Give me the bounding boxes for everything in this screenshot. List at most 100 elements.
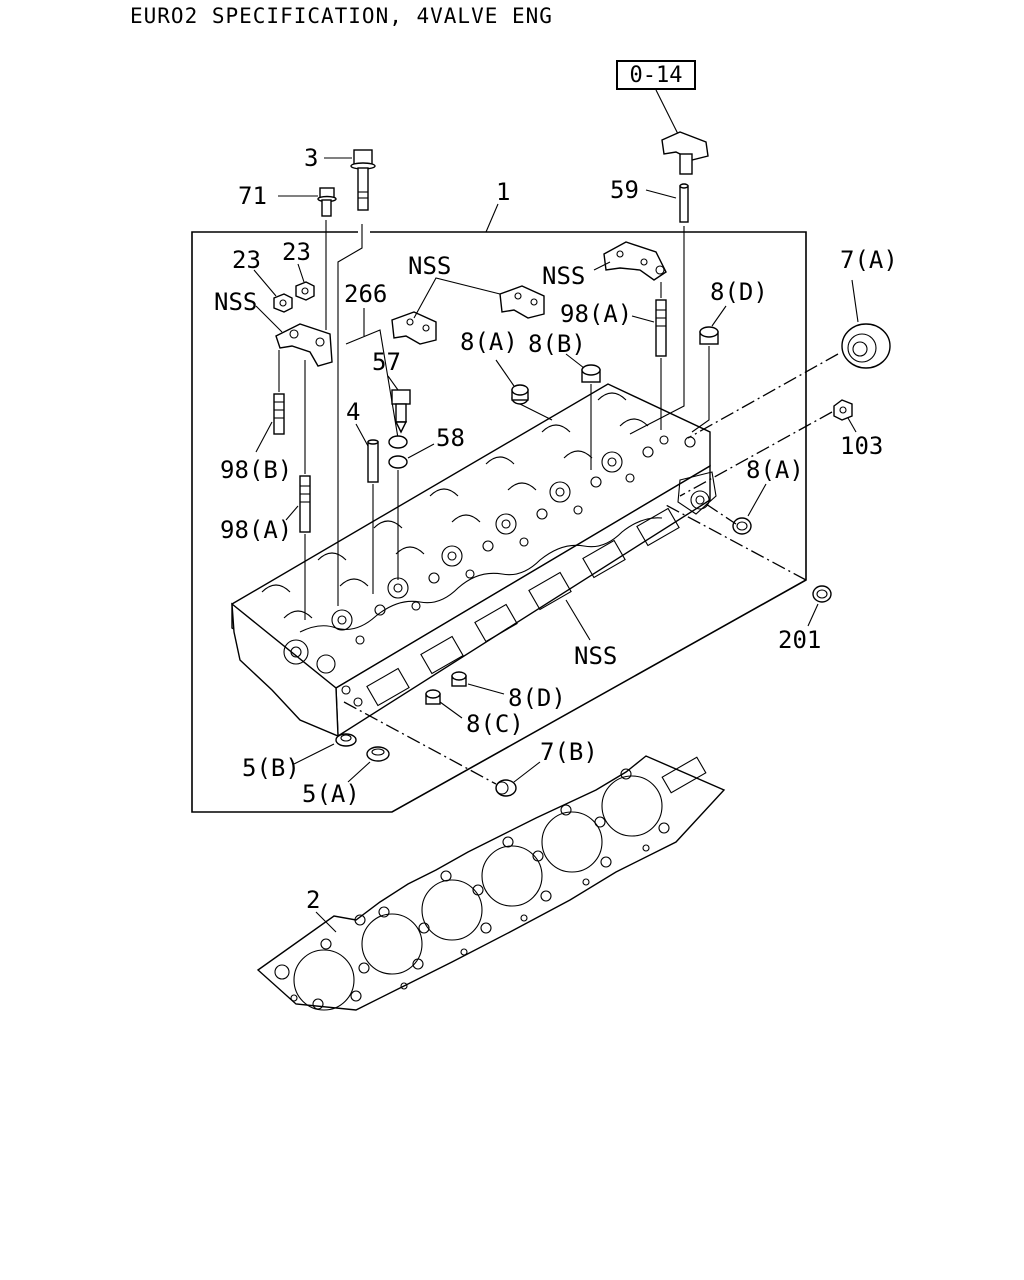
plug-8a-top[interactable] (511, 384, 529, 405)
bracket-nss-top-1[interactable] (391, 311, 437, 345)
leader-201 (807, 603, 819, 627)
axis-7b (343, 701, 497, 785)
nss-right[interactable]: NSS (542, 262, 586, 290)
leader-nss-bottom (565, 599, 591, 641)
leader-57 (387, 375, 399, 391)
axis-7a (687, 353, 839, 439)
plug-8a-right[interactable] (732, 517, 752, 535)
leader-4 (355, 423, 369, 447)
leader-8d-bottom (467, 683, 505, 695)
stud-98b[interactable] (273, 393, 285, 435)
bracket-nss-left[interactable] (275, 323, 333, 367)
bracket-nss-right[interactable] (603, 241, 667, 281)
axis-201 (663, 503, 807, 581)
leader-5b (293, 743, 335, 765)
callout-201[interactable]: 201 (778, 626, 822, 654)
head-bolt[interactable] (350, 149, 376, 211)
callout-8d-bottom[interactable]: 8(D) (508, 684, 566, 712)
axis-8a-top (519, 403, 553, 421)
leader-nss-left (255, 305, 283, 333)
nss-left[interactable]: NSS (214, 288, 258, 316)
page-title: EURO2 SPECIFICATION, 4VALVE ENG (130, 4, 553, 28)
callout-266[interactable]: 266 (344, 280, 388, 308)
axis-8a-right (705, 503, 737, 525)
leader-7b (513, 761, 541, 783)
oil-seal-7a[interactable] (841, 323, 891, 369)
stud-98a-right[interactable] (655, 299, 667, 357)
leader-103 (847, 417, 857, 433)
callout-98a-right[interactable]: 98(A) (560, 300, 633, 328)
callout-71[interactable]: 71 (238, 182, 267, 210)
axis-103 (679, 411, 833, 497)
nut-23-left[interactable] (273, 293, 293, 313)
assembly-frame (191, 231, 807, 813)
bolt-71[interactable] (317, 187, 337, 217)
plug-8c[interactable] (425, 689, 441, 705)
leader-0-14 (655, 89, 681, 139)
callout-2[interactable]: 2 (306, 886, 321, 914)
leader-2 (315, 911, 337, 933)
callout-8a-top[interactable]: 8(A) (460, 328, 518, 356)
leader-59 (645, 189, 677, 199)
glow-plug-57[interactable] (391, 389, 411, 434)
axis-3 (337, 224, 363, 606)
leader-5a (347, 761, 371, 783)
callout-8d-top[interactable]: 8(D) (710, 278, 768, 306)
leader-7a (851, 279, 859, 323)
nut-23-right[interactable] (295, 281, 315, 301)
pin-59[interactable] (679, 183, 689, 223)
leader-98a-right (631, 315, 655, 323)
plug-7b[interactable] (495, 779, 517, 797)
callout-4[interactable]: 4 (346, 398, 361, 426)
leader-23a (253, 269, 277, 297)
plug-103[interactable] (833, 399, 853, 421)
axis-59 (629, 226, 685, 435)
leader-98a-left (285, 505, 299, 521)
leader-8a-top (495, 359, 515, 387)
stud-98a-left[interactable] (299, 475, 311, 533)
leader-8a-right (747, 483, 767, 517)
callout-7a[interactable]: 7(A) (840, 246, 898, 274)
nss-bottom[interactable]: NSS (574, 642, 618, 670)
callout-58[interactable]: 58 (436, 424, 465, 452)
callout-5b[interactable]: 5(B) (242, 754, 300, 782)
leader-nss-right (593, 261, 611, 271)
leader-23b (297, 263, 305, 283)
callout-5a[interactable]: 5(A) (302, 780, 360, 808)
callout-98a-left[interactable]: 98(A) (220, 516, 293, 544)
axis-8d-top (691, 346, 710, 433)
nss-top[interactable]: NSS (408, 252, 452, 280)
leader-8d-top (711, 305, 727, 327)
leader-nss-top (413, 277, 501, 319)
seal-201[interactable] (812, 585, 832, 603)
leader-8c (439, 701, 463, 719)
callout-23-left[interactable]: 23 (232, 246, 261, 274)
plug-5b[interactable] (335, 733, 357, 747)
callout-103[interactable]: 103 (840, 432, 884, 460)
callout-8b[interactable]: 8(B) (528, 330, 586, 358)
bracket-266 (345, 329, 399, 439)
callout-3[interactable]: 3 (304, 144, 319, 172)
dowel-4[interactable] (367, 439, 379, 483)
plug-8d-top[interactable] (699, 326, 719, 345)
callout-59[interactable]: 59 (610, 176, 639, 204)
leader-8b (565, 353, 585, 369)
callout-23-right[interactable]: 23 (282, 238, 311, 266)
head-gasket[interactable] (256, 755, 726, 1011)
leader-1 (485, 203, 499, 233)
washer-58[interactable] (388, 435, 408, 469)
plug-8d-bottom[interactable] (451, 671, 467, 687)
plug-8b[interactable] (581, 364, 601, 383)
sensor-bracket[interactable] (661, 131, 709, 175)
callout-1[interactable]: 1 (496, 178, 511, 206)
callout-7b[interactable]: 7(B) (540, 738, 598, 766)
callout-98b[interactable]: 98(B) (220, 456, 293, 484)
callout-8a-right[interactable]: 8(A) (746, 456, 804, 484)
leader-58 (407, 443, 435, 459)
plug-5a[interactable] (366, 746, 390, 762)
bracket-nss-top-2[interactable] (499, 285, 545, 319)
leader-98b (255, 421, 273, 453)
reference-box[interactable]: 0-14 (616, 60, 696, 90)
callout-8c[interactable]: 8(C) (466, 710, 524, 738)
